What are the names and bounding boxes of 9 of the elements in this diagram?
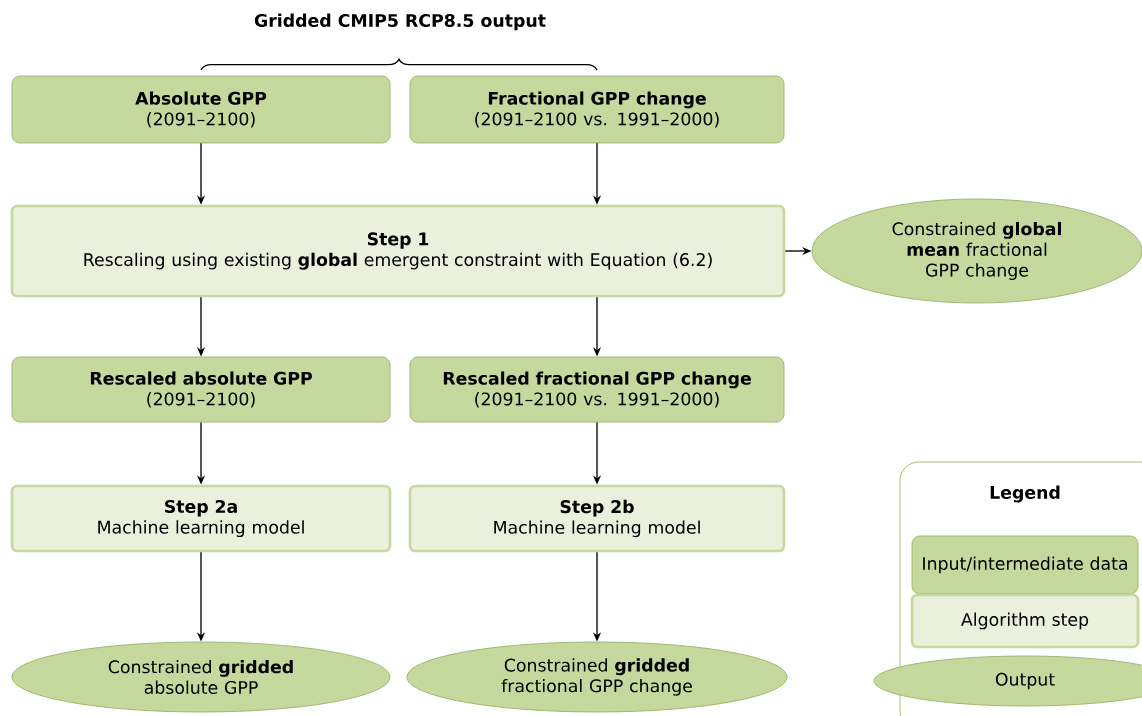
data-box: Absolute GPP (2091–2100) bbox=[11, 75, 391, 144]
step-box: Step 2b Machine learning model bbox=[408, 484, 786, 553]
data-box: Fractional GPP change (2091–2100 vs. 1991–2000) bbox=[409, 75, 785, 144]
step-box: Step 1 Rescaling using existing global emergent constraint with Equation (6.2) bbox=[10, 204, 786, 298]
data-box: Rescaled fractional GPP change (2091–2100 vs. 1991–2000) bbox=[409, 356, 785, 423]
step-box: Step 2a Machine learning model bbox=[10, 484, 392, 553]
legend-title: Legend bbox=[990, 485, 1060, 503]
title: Gridded CMIP5 RCP8.5 output bbox=[254, 13, 546, 31]
data-box: Rescaled absolute GPP (2091–2100) bbox=[11, 356, 391, 423]
